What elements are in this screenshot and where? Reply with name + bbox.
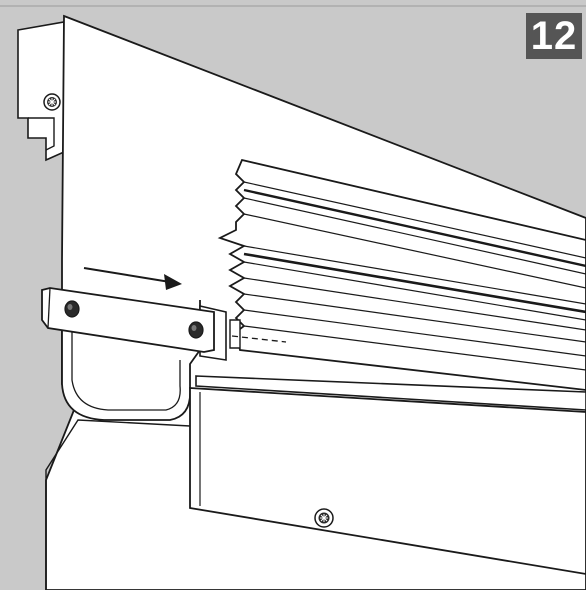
connector-bar-edge <box>47 287 51 329</box>
insertion-guide-dashed <box>231 335 287 343</box>
diffuser-cover <box>195 375 586 411</box>
connector-bar <box>41 287 215 353</box>
wall-mount-bracket-inner <box>28 117 55 151</box>
profile-channel-inner-curve <box>71 320 181 411</box>
arrow-right-icon <box>83 267 182 290</box>
connector-pin-left <box>64 300 80 318</box>
front-plate <box>189 387 586 575</box>
front-plate-screw-icon <box>314 508 334 528</box>
bracket-screw-icon <box>43 93 61 111</box>
step-number: 12 <box>530 14 578 58</box>
heat-sink-ribs <box>243 181 586 371</box>
connector-pin-right <box>188 321 204 339</box>
step-number-badge: 12 <box>526 13 582 59</box>
connector-clip-slot <box>229 319 241 349</box>
